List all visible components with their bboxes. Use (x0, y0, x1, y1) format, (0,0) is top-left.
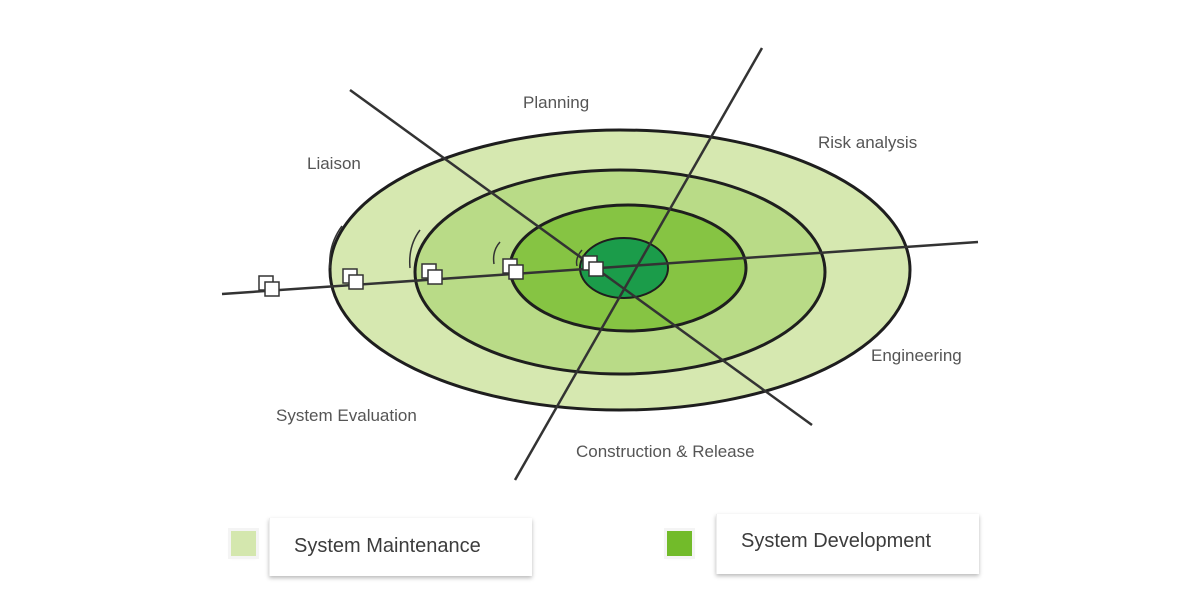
legend-card-development: System Development (716, 514, 979, 574)
milestone-box-5 (582, 255, 604, 277)
milestone-box-4 (502, 258, 524, 280)
arrow-second (408, 229, 421, 269)
label-engineering: Engineering (871, 346, 962, 365)
arrow-core (575, 249, 583, 267)
label-planning: Planning (523, 93, 589, 112)
legend-label-maintenance: System Maintenance (294, 535, 481, 557)
milestone-box-2 (342, 268, 364, 290)
label-system-evaluation: System Evaluation (276, 406, 417, 425)
legend-swatch-development (667, 531, 692, 556)
arrow-outer (329, 225, 343, 269)
milestone-boxes (258, 255, 604, 297)
planning-diagonal-line (349, 88, 813, 427)
risk-diagonal-line (513, 47, 764, 481)
milestone-box-1 (258, 275, 280, 297)
arrow-third (492, 241, 501, 265)
milestone-box-3 (421, 263, 443, 285)
spiral-arrows (329, 225, 583, 269)
legend-label-development: System Development (741, 530, 932, 552)
label-liaison: Liaison (307, 154, 361, 173)
legend-swatch-maintenance (231, 531, 256, 556)
legend-card-maintenance: System Maintenance (269, 518, 532, 576)
label-risk-analysis: Risk analysis (818, 133, 917, 152)
label-construction-release: Construction & Release (576, 442, 755, 461)
